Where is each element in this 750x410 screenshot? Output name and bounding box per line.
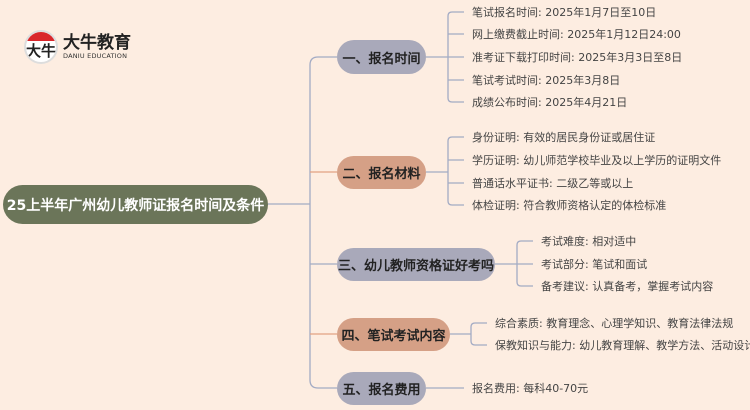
logo-subtitle: DANIU EDUCATION [63, 52, 128, 60]
leaf-item: 体检证明: 符合教师资格认定的体检标准 [472, 199, 667, 212]
leaf-item: 准考证下载打印时间: 2025年3月3日至8日 [472, 51, 683, 64]
leaf-item: 学历证明: 幼儿师范学校毕业及以上学历的证明文件 [472, 154, 722, 167]
leaf-item: 普通话水平证书: 二级乙等或以上 [472, 177, 634, 190]
branch-registration-time[interactable]: 一、报名时间 [337, 40, 426, 74]
leaf-item: 综合素质: 教育理念、心理学知识、教育法律法规 [495, 317, 734, 330]
branch-written-exam-content[interactable]: 四、笔试考试内容 [337, 318, 450, 351]
logo-name: 大牛教育 [63, 33, 131, 53]
logo-mark-text: 大牛 [26, 41, 57, 60]
leaf-item: 网上缴费截止时间: 2025年1月12日24:00 [472, 28, 681, 41]
leaf-item: 笔试考试时间: 2025年3月8日 [472, 74, 621, 87]
leaf-item: 考试部分: 笔试和面试 [541, 258, 648, 271]
leaf-item: 报名费用: 每科40-70元 [472, 382, 589, 395]
branch-registration-fee[interactable]: 五、报名费用 [337, 372, 426, 405]
branch-exam-difficulty[interactable]: 三、幼儿教师资格证好考吗 [337, 248, 495, 281]
leaf-item: 保教知识与能力: 幼儿教育理解、教学方法、活动设计 [495, 339, 750, 352]
leaf-item: 笔试报名时间: 2025年1月7日至10日 [472, 6, 657, 19]
leaf-item: 成绩公布时间: 2025年4月21日 [472, 96, 628, 109]
leaf-item: 考试难度: 相对适中 [541, 235, 637, 248]
branch-registration-materials[interactable]: 二、报名材料 [337, 156, 426, 189]
root-topic[interactable]: 25上半年广州幼儿教师证报名时间及条件 [3, 185, 268, 224]
leaf-item: 备考建议: 认真备考，掌握考试内容 [541, 280, 714, 293]
leaf-item: 身份证明: 有效的居民身份证或居住证 [472, 131, 656, 144]
logo-mark-icon: 大牛 [24, 30, 58, 64]
logo: 大牛 大牛教育 DANIU EDUCATION [24, 30, 131, 64]
